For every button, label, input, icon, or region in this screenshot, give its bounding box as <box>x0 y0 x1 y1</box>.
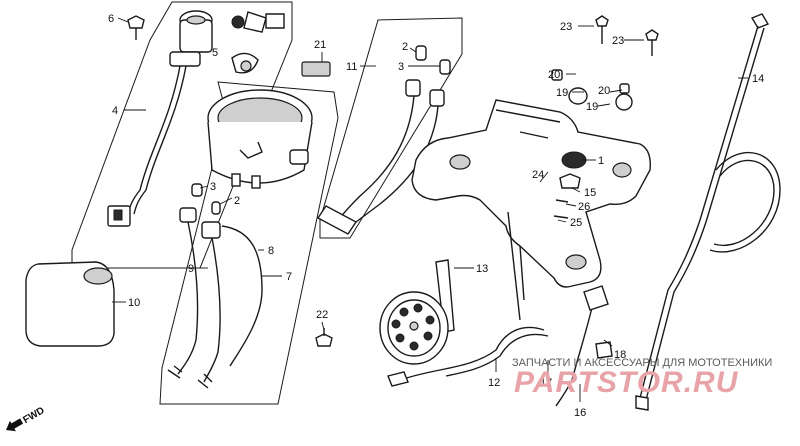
part-5-ignition-switch <box>169 10 285 74</box>
watermark-tagline: ЗАПЧАСТИ И АКСЕССУАРЫ ДЛЯ МОТОТЕХНИКИ <box>512 357 772 369</box>
callout-19-right: 19 <box>586 101 598 113</box>
watermark-logo: PARTSTOR.RU <box>514 366 739 399</box>
part-21-cap <box>301 61 331 77</box>
callout-15: 15 <box>584 187 596 199</box>
meter-housing <box>207 89 313 189</box>
callout-7: 7 <box>286 271 292 283</box>
callout-25: 25 <box>570 217 582 229</box>
part-16-wire <box>555 289 597 407</box>
part-2-bulb <box>211 201 221 215</box>
callout-3-top: 3 <box>398 61 404 73</box>
left-assembly <box>71 1 331 269</box>
callout-4: 4 <box>112 105 118 117</box>
callout-10: 10 <box>128 297 140 309</box>
callout-5: 5 <box>212 47 218 59</box>
part-14-speedometer-cable <box>635 13 781 411</box>
meter-assembly <box>159 81 339 405</box>
part-22-bolt <box>315 328 333 347</box>
callout-12: 12 <box>488 377 500 389</box>
part-10-lens <box>25 261 115 347</box>
callout-6: 6 <box>108 13 114 25</box>
callout-18: 18 <box>614 349 626 361</box>
fwd-label: FWD <box>21 405 46 426</box>
bulb-sockets <box>179 207 221 239</box>
part-4-wire-harness <box>107 65 187 227</box>
callout-23-left: 23 <box>560 21 572 33</box>
part-12-wire <box>395 326 545 383</box>
callout-numbers: 6 5 4 21 11 2 3 3 2 8 9 7 10 13 22 23 23… <box>108 13 764 419</box>
callout-23-right: 23 <box>612 35 624 47</box>
part-23-bolts <box>595 15 659 56</box>
callout-17: 17 <box>540 377 552 389</box>
callout-26: 26 <box>578 201 590 213</box>
callout-22: 22 <box>316 309 328 321</box>
callout-2-top: 2 <box>402 41 408 53</box>
callout-16: 16 <box>574 407 586 419</box>
callout-13: 13 <box>476 263 488 275</box>
part-3-bulb <box>191 183 203 197</box>
callout-8: 8 <box>268 245 274 257</box>
callout-20-right: 20 <box>598 85 610 97</box>
part-6-bolt <box>127 15 145 40</box>
callout-14: 14 <box>752 73 764 85</box>
callout-3-mid: 3 <box>210 181 216 193</box>
callout-9: 9 <box>188 263 194 275</box>
part-13-horn <box>379 259 455 365</box>
sub-harness-assembly <box>316 17 463 239</box>
callout-11: 11 <box>346 61 357 73</box>
callout-24: 24 <box>532 169 544 181</box>
callout-2-mid: 2 <box>234 195 240 207</box>
watermark: ЗАПЧАСТИ И АКСЕССУАРЫ ДЛЯ МОТОТЕХНИКИ PA… <box>512 357 772 399</box>
fwd-direction-arrow: FWD <box>6 405 47 432</box>
callout-20-left: 20 <box>548 69 560 81</box>
callout-21: 21 <box>314 39 326 51</box>
callout-1: 1 <box>598 155 604 167</box>
callout-19-left: 19 <box>556 87 568 99</box>
leader-lines <box>112 17 748 402</box>
